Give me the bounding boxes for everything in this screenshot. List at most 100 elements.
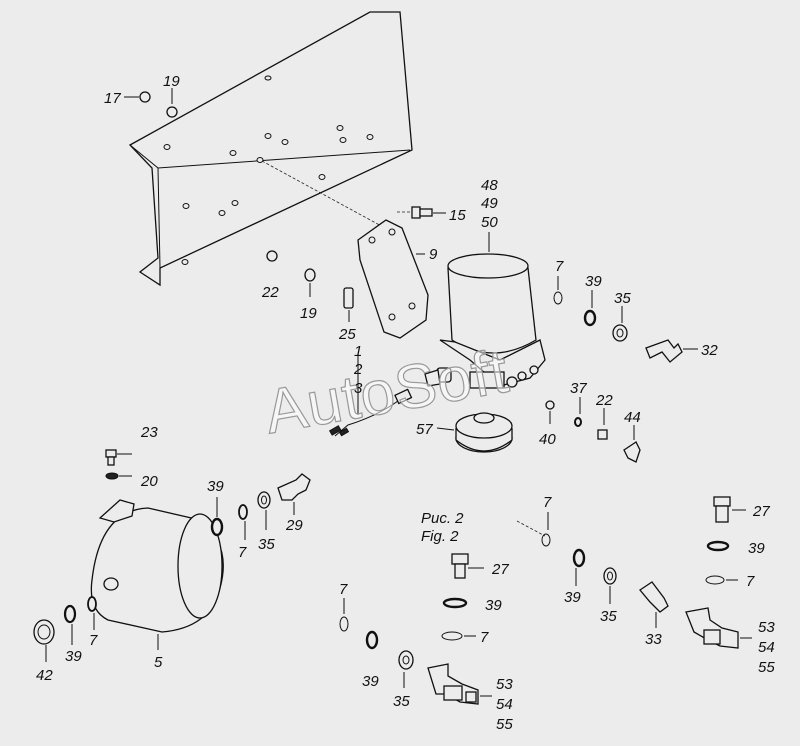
o-ring-39-left-icon: [365, 630, 379, 650]
nut-35-tank-icon: [257, 491, 271, 530]
callout-39-right: 39: [748, 540, 765, 557]
adapter-33-icon: [639, 581, 669, 628]
callout-17: 17: [104, 90, 121, 107]
fitting-27-mid-icon: [451, 553, 484, 579]
o-ring-37-icon: [574, 397, 582, 427]
nut-17-icon: [124, 91, 151, 103]
callout-55-left: 55: [496, 716, 513, 733]
washer-7-top-icon: [553, 276, 563, 305]
callout-39-tank: 39: [207, 478, 224, 495]
callout-32: 32: [701, 342, 718, 359]
figure-label-ru: Рис. 2: [421, 510, 464, 527]
callout-39-plug: 39: [65, 648, 82, 665]
frame-bracket: [128, 11, 413, 287]
plug-40-icon: [545, 400, 555, 424]
callout-35-top: 35: [614, 290, 631, 307]
callout-40: 40: [539, 431, 556, 448]
callout-7-top: 7: [555, 258, 564, 275]
air-dryer: [424, 232, 546, 389]
o-ring-39-plug-icon: [63, 604, 77, 645]
callout-54-left: 54: [496, 696, 513, 713]
callout-3: 3: [354, 380, 363, 397]
nut-35-left-icon: [398, 650, 414, 688]
callout-7-left: 7: [339, 581, 348, 598]
elbow-32-icon: [645, 339, 698, 363]
callout-42: 42: [36, 667, 53, 684]
callout-50: 50: [481, 214, 498, 231]
washer-7-right-icon: [705, 575, 738, 585]
o-ring-39-tank-icon: [210, 497, 224, 537]
washer-7-fig2-icon: [541, 512, 551, 547]
callout-53-right: 53: [758, 619, 775, 636]
air-tank-5: [90, 499, 224, 650]
callout-33: 33: [645, 631, 662, 648]
o-ring-39-mid-icon: [442, 597, 468, 609]
bolt-15-icon: [395, 206, 446, 219]
fitting-27-right-icon: [713, 496, 746, 523]
o-ring-39-fig2-icon: [572, 548, 586, 586]
callout-53-left: 53: [496, 676, 513, 693]
callout-19-top: 19: [163, 73, 180, 90]
callout-7-right: 7: [746, 573, 755, 590]
callout-54-right: 54: [758, 639, 775, 656]
washer-7-tank-icon: [238, 504, 248, 540]
elbow-44-icon: [623, 425, 641, 463]
elbow-29-icon: [277, 473, 311, 515]
callout-57: 57: [416, 421, 433, 438]
callout-15: 15: [449, 207, 466, 224]
callout-7-fig2: 7: [543, 494, 552, 511]
callout-39-top: 39: [585, 273, 602, 290]
stud-25-icon: [343, 287, 354, 322]
washer-7-plug-icon: [87, 596, 97, 630]
callout-49: 49: [481, 195, 498, 212]
nut-35-fig2-icon: [603, 567, 617, 604]
callout-39-left: 39: [362, 673, 379, 690]
nut-35-top-icon: [612, 306, 628, 342]
callout-2: 2: [353, 361, 363, 378]
nut-22-right-icon: [597, 408, 608, 440]
nut-19-top-icon: [166, 88, 178, 118]
washer-7-mid-icon: [441, 631, 476, 641]
callout-9: 9: [429, 246, 438, 263]
callout-1: 1: [354, 343, 362, 360]
callout-39-fig2: 39: [564, 589, 581, 606]
callout-5: 5: [154, 654, 163, 671]
callout-7-plug: 7: [89, 632, 98, 649]
callout-25: 25: [338, 326, 356, 343]
mounting-plate-9: [357, 219, 429, 339]
callout-19-bolt: 19: [300, 305, 317, 322]
plug-42-icon: [33, 619, 55, 662]
washer-7-left-icon: [339, 598, 349, 632]
o-ring-39-right-icon: [706, 540, 730, 552]
callout-39-mid: 39: [485, 597, 502, 614]
figure-label-en: Fig. 2: [421, 528, 459, 545]
callout-23: 23: [140, 424, 158, 441]
callout-27-right: 27: [752, 503, 770, 520]
callout-37: 37: [570, 380, 587, 397]
callout-7-tank: 7: [238, 544, 247, 561]
o-ring-39-top-icon: [583, 290, 597, 327]
valve-53-right: [685, 607, 752, 649]
callout-22-top: 22: [261, 284, 279, 301]
callout-35-left: 35: [393, 693, 410, 710]
callout-27-mid: 27: [491, 561, 509, 578]
cartridge-57: [436, 412, 513, 453]
callout-22-right: 22: [595, 392, 613, 409]
callout-35-tank: 35: [258, 536, 275, 553]
washer-20-icon: [105, 472, 132, 480]
callout-35-fig2: 35: [600, 608, 617, 625]
nut-22-top-icon: [266, 250, 278, 262]
callout-55-right: 55: [758, 659, 775, 676]
callout-29: 29: [285, 517, 303, 534]
callouts: 17 19 48 49 50 15 9 22 19 25 7 39 35 32 …: [36, 73, 775, 733]
wiring-harness: [328, 355, 413, 437]
callout-48: 48: [481, 177, 498, 194]
bolt-23-icon: [105, 449, 132, 466]
nut-19-icon: [304, 268, 316, 297]
callout-7-mid: 7: [480, 629, 489, 646]
valve-53-left: [427, 663, 492, 705]
callout-44: 44: [624, 409, 641, 426]
callout-20: 20: [140, 473, 158, 490]
